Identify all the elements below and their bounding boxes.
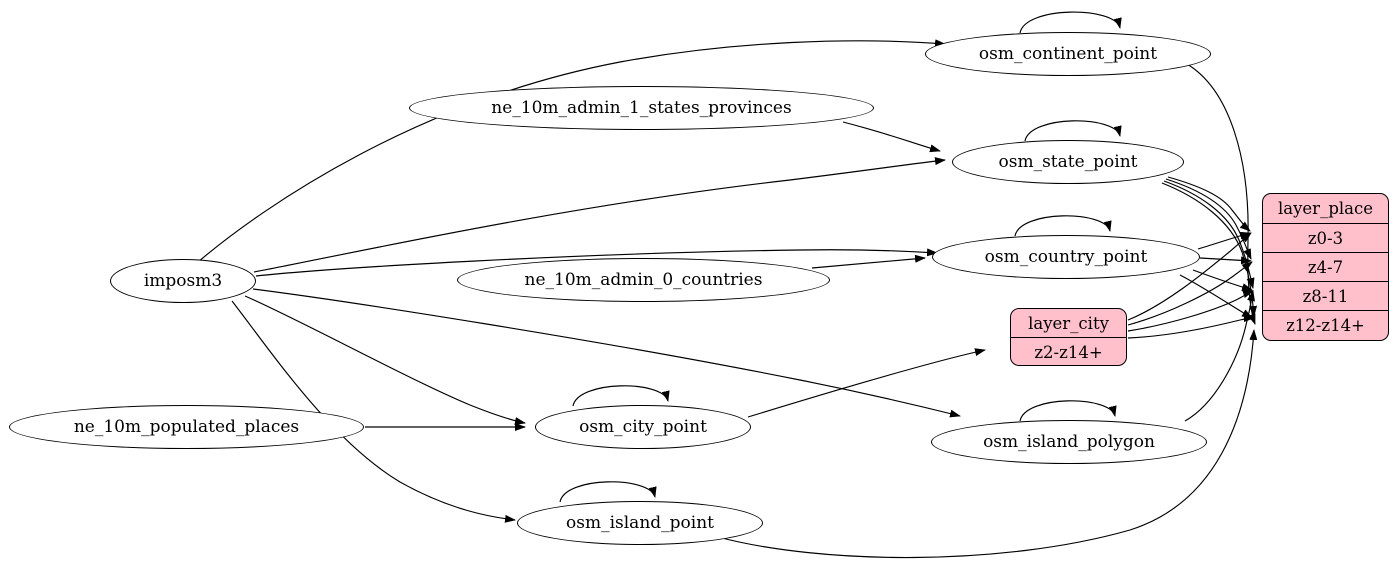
edge-osm_country_point-self-loop (1014, 215, 1112, 237)
edge-osm_island_point-to-layer_place-z12 (717, 329, 1258, 559)
node-label: ne_10m_admin_0_countries (524, 269, 763, 290)
record-row-z2-z14[interactable]: z2-z14+ (1011, 337, 1126, 365)
node-label: osm_continent_point (978, 43, 1158, 64)
edge-imposm3-to-osm_city_point (244, 295, 526, 425)
node-label: osm_island_point (566, 512, 714, 533)
edge-layer_city-to-layer_place-z12 (1127, 314, 1255, 339)
edge-osm_island_polygon-to-layer_place-z8-11 (1184, 290, 1255, 422)
edge-osm_country_point-to-layer_place-z12 (1179, 274, 1253, 319)
edge-osm_continent_point-self-loop (1019, 11, 1122, 34)
node-label: osm_island_polygon (983, 431, 1155, 452)
node-ne_10m_populated_places[interactable]: ne_10m_populated_places (9, 405, 364, 449)
edge-osm_city_point-self-loop (572, 385, 670, 407)
edge-imposm3-to-osm_country_point (255, 248, 938, 277)
edge-imposm3-to-osm_island_polygon (252, 288, 961, 418)
record-layer_place[interactable]: layer_place z0-3 z4-7 z8-11 z12-z14+ (1262, 193, 1389, 341)
node-imposm3[interactable]: imposm3 (110, 259, 256, 303)
node-osm_continent_point[interactable]: osm_continent_point (925, 32, 1211, 76)
node-ne_10m_admin_0_countries[interactable]: ne_10m_admin_0_countries (457, 258, 830, 302)
record-row-z0-3[interactable]: z0-3 (1263, 223, 1388, 252)
node-osm_island_polygon[interactable]: osm_island_polygon (931, 420, 1207, 464)
node-label: osm_country_point (984, 246, 1148, 267)
edge-imposm3-to-osm_continent_point (197, 39, 946, 263)
node-label: imposm3 (143, 270, 223, 291)
edge-osm_country_point-to-layer_place-z8-11 (1192, 269, 1253, 291)
edge-osm_island_polygon-self-loop (1019, 400, 1117, 422)
node-label: osm_state_point (998, 151, 1138, 172)
node-ne_10m_admin_1_states_provinces[interactable]: ne_10m_admin_1_states_provinces (409, 86, 874, 130)
edge-osm_country_point-to-layer_place-z4-7 (1199, 256, 1252, 265)
edge-osm_state_point-to-layer_place-z0-3 (1167, 176, 1251, 232)
node-label: osm_city_point (579, 416, 707, 437)
edge-osm_island_point-self-loop (559, 481, 657, 503)
record-layer_city[interactable]: layer_city z2-z14+ (1010, 308, 1127, 366)
edge-imposm3-to-osm_island_point (231, 300, 516, 523)
edge-osm_state_point-self-loop (1024, 120, 1122, 142)
node-osm_island_point[interactable]: osm_island_point (517, 501, 763, 545)
edge-layer_city-to-layer_place-z0-3 (1127, 232, 1252, 321)
record-row-z12-z14[interactable]: z12-z14+ (1263, 310, 1388, 339)
node-label: ne_10m_populated_places (73, 416, 300, 437)
record-title: layer_city (1028, 313, 1109, 333)
edge-ne_10m_admin_0_countries-to-osm_country_point (811, 254, 926, 269)
edge-osm_state_point-to-layer_place-z4-7 (1165, 178, 1252, 260)
edge-osm_city_point-to-layer_city (747, 348, 986, 418)
edge-osm_continent_point-to-layer_place-z12 (1186, 63, 1256, 325)
edge-ne_10m_admin_1_states_provinces-to-osm_state_point (842, 121, 941, 153)
edge-imposm3-to-osm_state_point (253, 157, 946, 273)
node-label: ne_10m_admin_1_states_provinces (491, 97, 792, 118)
node-osm_state_point[interactable]: osm_state_point (952, 140, 1184, 184)
node-osm_country_point[interactable]: osm_country_point (932, 235, 1200, 279)
edge-layer_city-to-layer_place-z4-7 (1127, 261, 1253, 326)
record-row-z4-7[interactable]: z4-7 (1263, 252, 1388, 281)
node-osm_city_point[interactable]: osm_city_point (535, 405, 751, 449)
record-row-z8-11[interactable]: z8-11 (1263, 281, 1388, 310)
record-title: layer_place (1277, 199, 1374, 218)
